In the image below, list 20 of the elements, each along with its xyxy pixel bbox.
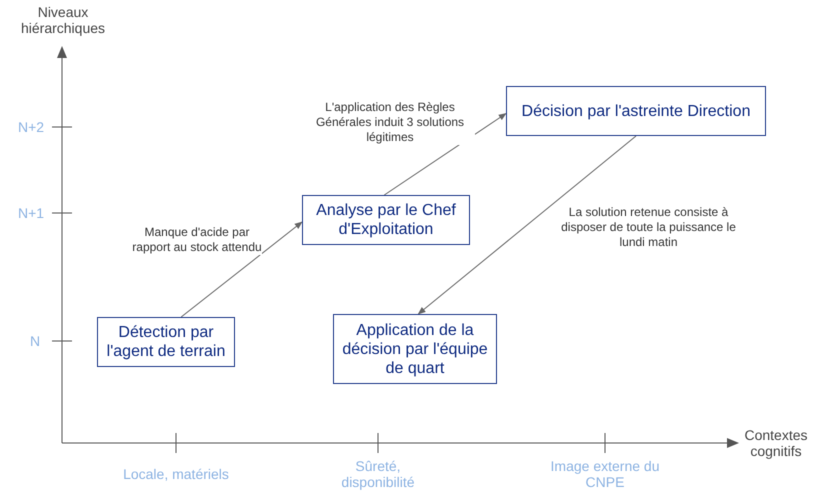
process-box — [506, 86, 766, 136]
arrow — [418, 136, 636, 314]
box-text: Analyse par le Chef d'Exploitation — [315, 201, 457, 239]
category-label: Sûreté, disponibilité — [340, 458, 416, 490]
arrow — [180, 222, 303, 318]
process-box — [97, 317, 235, 367]
process-box — [302, 195, 470, 245]
tick-label: N+1 — [16, 205, 46, 221]
edge-label: Manque d'acide par rapport au stock attendu — [132, 225, 262, 255]
category-label: Locale, matériels — [122, 466, 230, 482]
process-box — [333, 314, 497, 384]
axis-title: Niveaux hiérarchiques — [20, 4, 106, 36]
arrow — [384, 113, 507, 196]
tick-label: N — [28, 333, 42, 349]
box-text: Application de la décision par l'équipe de quart — [341, 320, 489, 378]
box-text: Décision par l'astreinte Direction — [522, 102, 750, 120]
tick-label: N+2 — [16, 119, 46, 135]
category-label: Image externe du CNPE — [550, 458, 660, 490]
axis-title: Contextes cognitifs — [743, 427, 809, 459]
box-text: Détection par l'agent de terrain — [106, 323, 226, 361]
